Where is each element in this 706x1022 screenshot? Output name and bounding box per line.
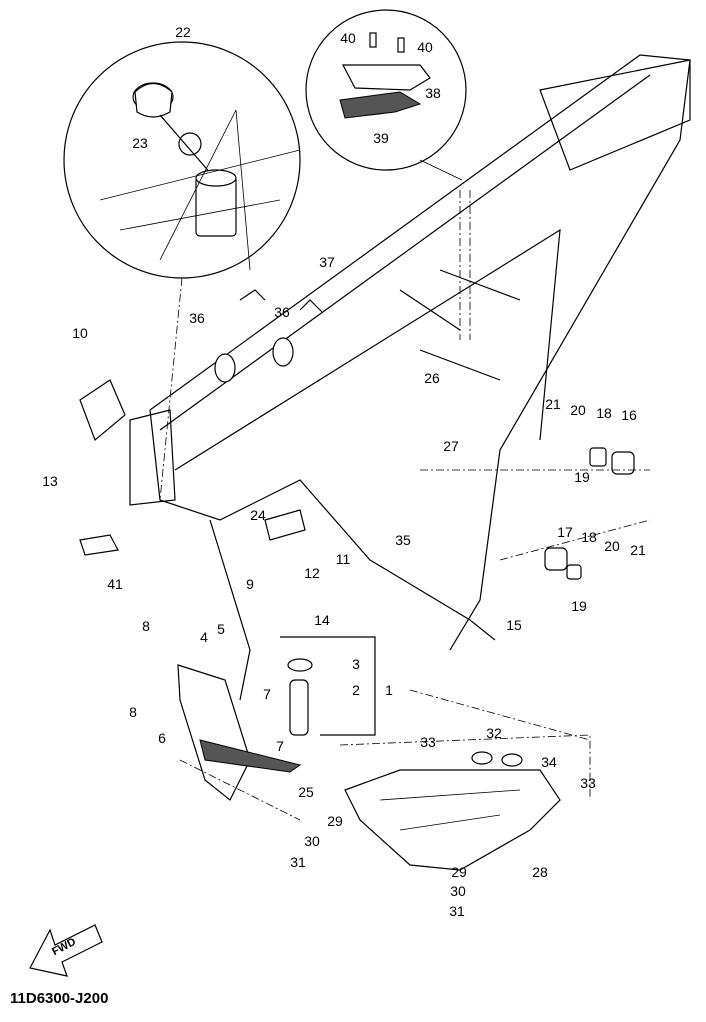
callout-23: 23 bbox=[132, 135, 148, 151]
callout-18: 18 bbox=[596, 405, 612, 421]
callout-24: 24 bbox=[250, 507, 266, 523]
callout-29: 29 bbox=[327, 813, 343, 829]
detail-circle-steering-head bbox=[63, 41, 301, 279]
callout-30: 30 bbox=[304, 833, 320, 849]
callout-15: 15 bbox=[506, 617, 522, 633]
callout-33: 33 bbox=[420, 734, 436, 750]
callout-17: 17 bbox=[557, 524, 573, 540]
callout-9: 9 bbox=[246, 576, 254, 592]
callout-27: 27 bbox=[443, 438, 459, 454]
callout-38: 38 bbox=[425, 85, 441, 101]
main-frame bbox=[129, 54, 691, 701]
callout-7: 7 bbox=[276, 738, 284, 754]
callout-26: 26 bbox=[424, 370, 440, 386]
callout-10: 10 bbox=[72, 325, 88, 341]
skid-plate bbox=[339, 689, 591, 871]
callout-2: 2 bbox=[352, 682, 360, 698]
callout-34: 34 bbox=[541, 754, 557, 770]
callout-18: 18 bbox=[581, 529, 597, 545]
callout-1: 1 bbox=[385, 682, 393, 698]
callout-29: 29 bbox=[451, 864, 467, 880]
callout-30: 30 bbox=[450, 883, 466, 899]
callout-25: 25 bbox=[298, 784, 314, 800]
callout-3: 3 bbox=[352, 656, 360, 672]
callout-40: 40 bbox=[417, 39, 433, 55]
callout-22: 22 bbox=[175, 24, 191, 40]
callout-12: 12 bbox=[304, 565, 320, 581]
callout-19: 19 bbox=[571, 598, 587, 614]
engine-mount-parts bbox=[79, 289, 651, 580]
callout-20: 20 bbox=[604, 538, 620, 554]
callout-21: 21 bbox=[545, 396, 561, 412]
callout-20: 20 bbox=[570, 402, 586, 418]
callout-36: 36 bbox=[274, 304, 290, 320]
callout-4: 4 bbox=[200, 629, 208, 645]
side-stand-assembly bbox=[177, 636, 376, 821]
fwd-arrow-icon bbox=[29, 924, 103, 977]
callout-36: 36 bbox=[189, 310, 205, 326]
diagram-code: 11D6300-J200 bbox=[10, 990, 109, 1007]
callout-31: 31 bbox=[290, 854, 306, 870]
detail-circle-seat-bracket bbox=[305, 9, 467, 171]
callout-7: 7 bbox=[263, 686, 271, 702]
callout-40: 40 bbox=[340, 30, 356, 46]
callout-32: 32 bbox=[486, 725, 502, 741]
callout-5: 5 bbox=[217, 621, 225, 637]
callout-8: 8 bbox=[129, 704, 137, 720]
callout-31: 31 bbox=[449, 903, 465, 919]
callout-19: 19 bbox=[574, 469, 590, 485]
callout-11: 11 bbox=[335, 551, 351, 567]
seat-bracket-detail bbox=[339, 32, 431, 119]
callout-39: 39 bbox=[373, 130, 389, 146]
callout-16: 16 bbox=[621, 407, 637, 423]
oil-cap-detail bbox=[99, 82, 301, 271]
callout-35: 35 bbox=[395, 532, 411, 548]
callout-33: 33 bbox=[580, 775, 596, 791]
callout-8: 8 bbox=[142, 618, 150, 634]
callout-21: 21 bbox=[630, 542, 646, 558]
callout-28: 28 bbox=[532, 864, 548, 880]
callout-6: 6 bbox=[158, 730, 166, 746]
callout-13: 13 bbox=[42, 473, 58, 489]
callout-14: 14 bbox=[314, 612, 330, 628]
callout-41: 41 bbox=[107, 576, 123, 592]
callout-37: 37 bbox=[319, 254, 335, 270]
